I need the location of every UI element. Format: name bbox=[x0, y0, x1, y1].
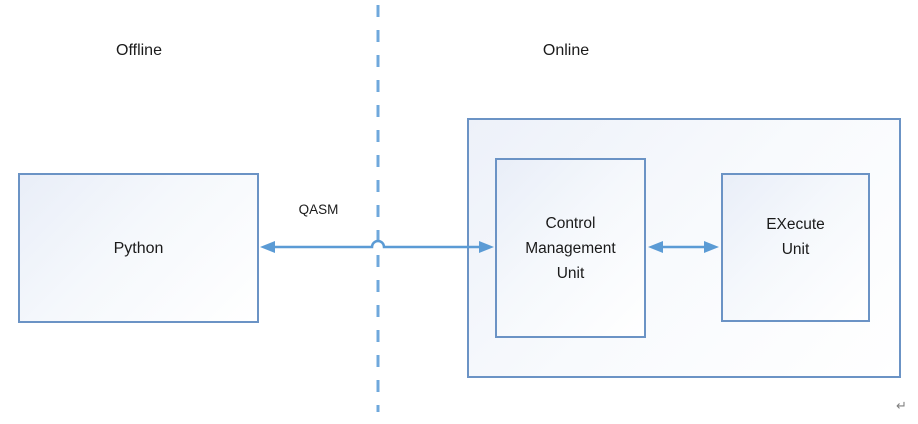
online-region-label: Online bbox=[542, 42, 590, 59]
execute-unit-node: EXecute Unit bbox=[721, 173, 870, 322]
execute-unit-label: EXecute Unit bbox=[766, 212, 825, 262]
control-management-unit-label: Control Management Unit bbox=[525, 211, 615, 286]
eu-label-line2: Unit bbox=[781, 240, 810, 258]
cmu-label-line3: Unit bbox=[556, 264, 585, 282]
cmu-label-line2: Management bbox=[525, 239, 616, 257]
qasm-arrow-head-left bbox=[260, 241, 275, 253]
paragraph-return-mark: ↵ bbox=[896, 398, 907, 413]
qasm-arrow-line bbox=[274, 239, 480, 249]
python-node-label: Python bbox=[113, 239, 164, 257]
qasm-connector-label: QASM bbox=[298, 202, 339, 217]
eu-label-line1: EXecute bbox=[766, 215, 825, 233]
cmu-label-line1: Control bbox=[545, 214, 596, 232]
python-node: Python bbox=[18, 173, 259, 323]
offline-region-label: Offline bbox=[116, 42, 162, 59]
control-management-unit-node: Control Management Unit bbox=[495, 158, 646, 338]
